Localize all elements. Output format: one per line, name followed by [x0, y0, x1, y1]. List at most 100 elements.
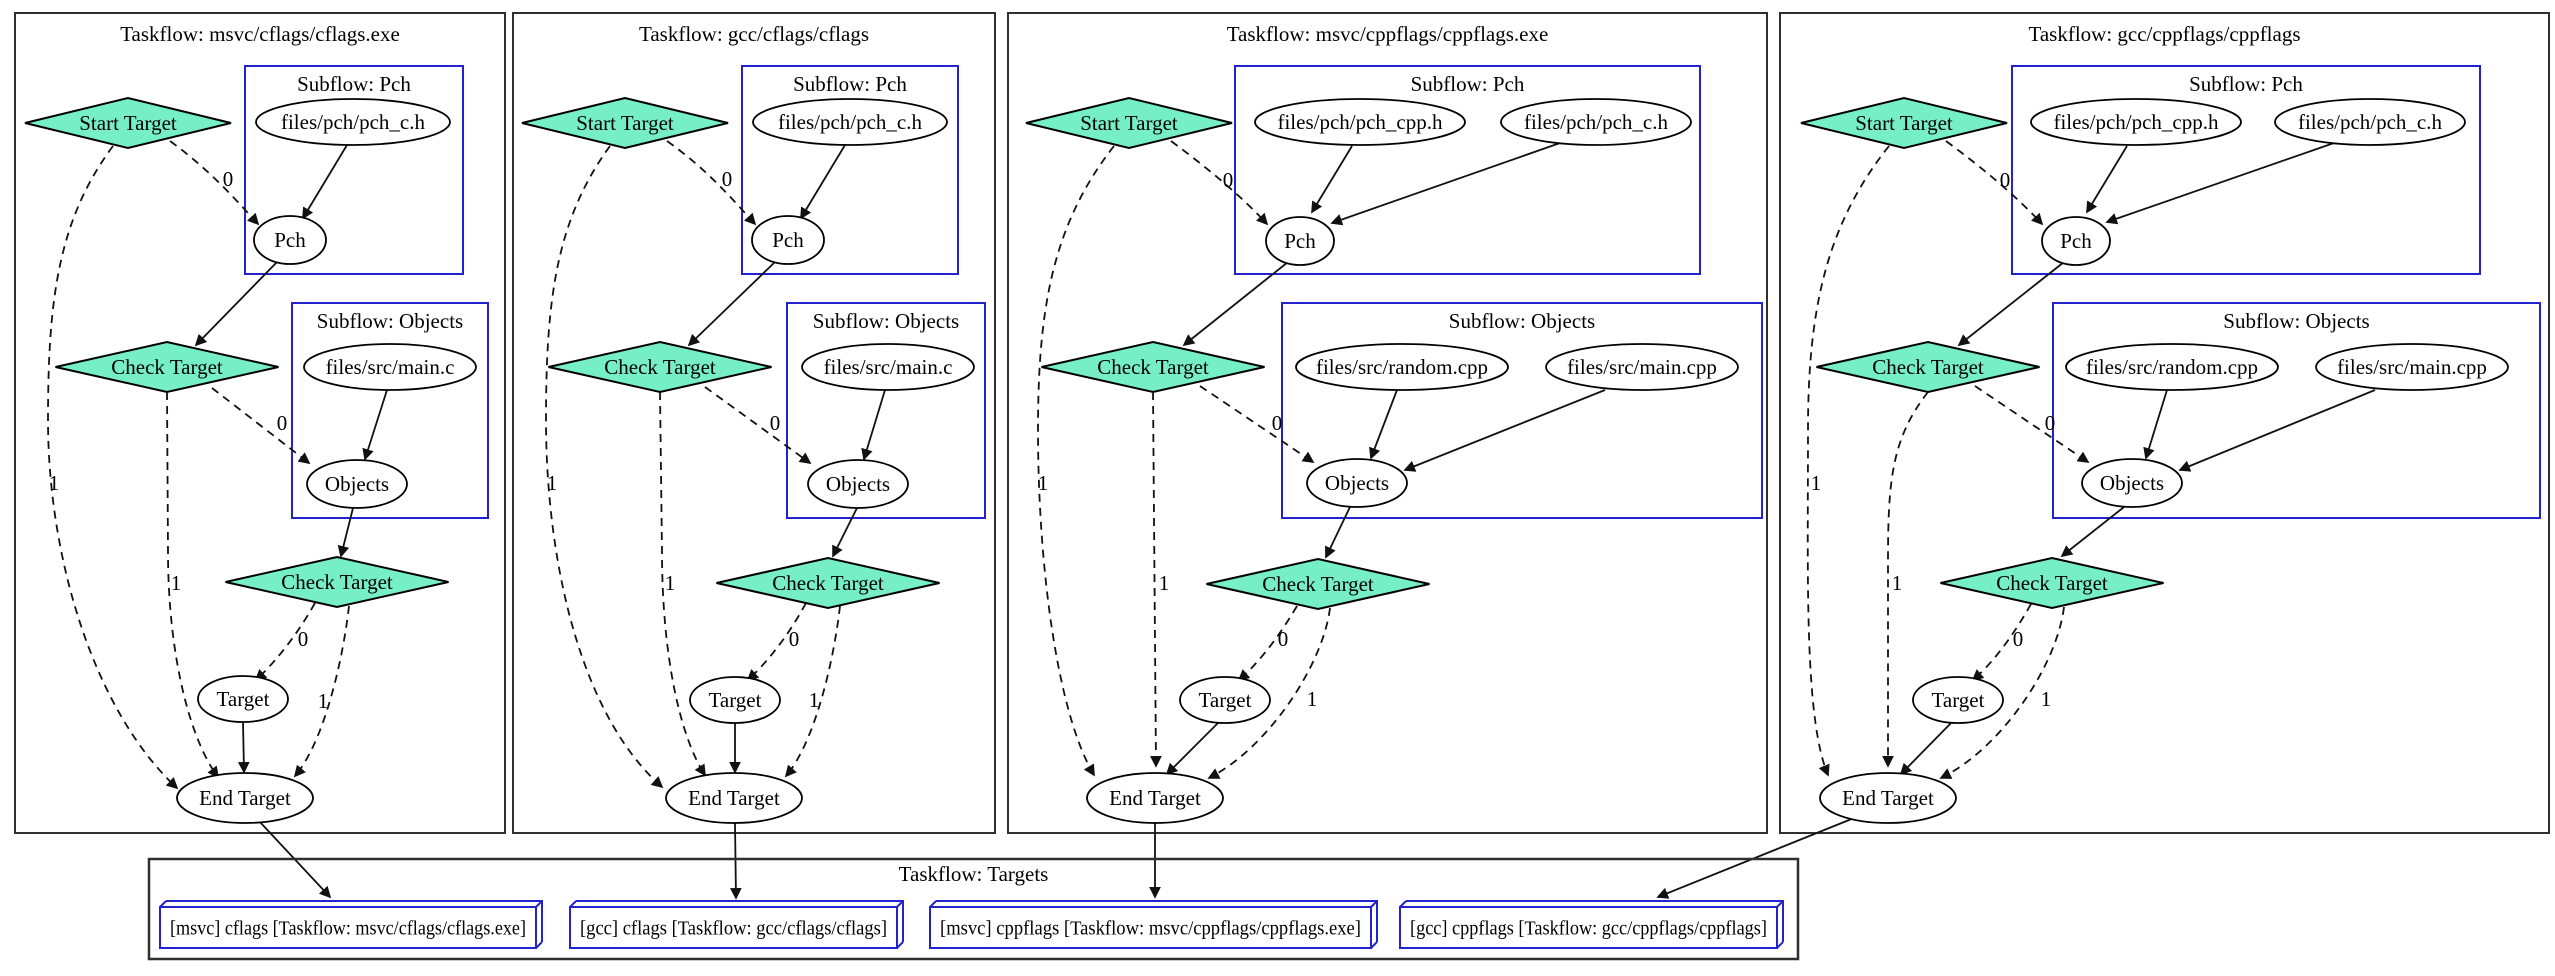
edge-path: [1974, 385, 2090, 463]
edge-path: [194, 261, 278, 347]
node-target-shape: [689, 676, 781, 724]
subflow-title: Subflow: Pch: [297, 72, 411, 96]
node-file-pch-cpp-h-label: files/pch/pch_cpp.h: [2053, 110, 2219, 134]
edge-condition-label: 0: [789, 627, 800, 651]
edge-path: [1182, 261, 1289, 347]
node-check-target-1-label: Check Target: [111, 355, 223, 379]
node-file-pch-c-h-label: files/pch/pch_c.h: [778, 110, 923, 134]
target-box3d-bevel: [929, 900, 1378, 949]
target-box3d: [159, 906, 537, 949]
subflow-border: [244, 65, 464, 275]
edge-path: [1311, 145, 1353, 214]
taskflow-cluster-border: [14, 12, 506, 834]
subflow-title: Subflow: Objects: [1449, 309, 1595, 333]
target-box3d-bevel: [159, 900, 543, 949]
edge-path: [211, 387, 311, 465]
node-start-target-diamond: [24, 96, 232, 150]
subflow-title: Subflow: Objects: [813, 309, 959, 333]
node-check-target-2-label: Check Target: [1996, 571, 2108, 595]
node-check-target-2-label: Check Target: [1262, 572, 1374, 596]
node-file-src-random-cpp-label: files/src/random.cpp: [2086, 355, 2258, 379]
subflow-border: [1281, 302, 1763, 519]
edge-path: [1939, 606, 2065, 779]
subflow-border: [786, 302, 986, 519]
subflow-border: [2052, 302, 2541, 519]
targets-cluster-border: [147, 857, 1800, 961]
node-objects-label: Objects: [1325, 471, 1389, 495]
node-file-pch-c-h-shape: [1500, 98, 1692, 146]
target-box3d: [929, 906, 1372, 949]
node-pch-shape: [751, 215, 825, 265]
subflow-border: [2011, 65, 2481, 275]
node-file-pch-cpp-h-shape: [2030, 98, 2242, 146]
node-target-label: Target: [1932, 688, 1985, 712]
edge-path: [2086, 145, 2128, 214]
node-end-target-label: End Target: [1109, 786, 1201, 810]
node-start-target-label: Start Target: [1080, 111, 1178, 135]
node-check-target-1-label: Check Target: [1097, 355, 1209, 379]
node-end-target-label: End Target: [199, 786, 291, 810]
node-check-target-1-label: Check Target: [1872, 355, 1984, 379]
edge-condition-label: 0: [298, 627, 309, 651]
edge-path: [1369, 389, 1398, 460]
node-file-pch-c-h-label: files/pch/pch_c.h: [2298, 110, 2443, 134]
edge-condition-label: 1: [1307, 687, 1318, 711]
edge-condition-label: 1: [318, 689, 329, 713]
node-pch-shape: [2041, 216, 2111, 266]
node-objects-shape: [2081, 458, 2183, 508]
node-file-pch-cpp-h-label: files/pch/pch_cpp.h: [1277, 110, 1443, 134]
edge-condition-label: 1: [809, 688, 820, 712]
edge-path: [1037, 145, 1115, 777]
edge-condition-label: 1: [1159, 571, 1170, 595]
target-item-label: [gcc] cflags [Taskflow: gcc/cflags/cflag…: [580, 918, 887, 940]
edge-path: [1330, 142, 1561, 226]
edge-condition-label: 0: [223, 167, 234, 191]
subflow-title: Subflow: Pch: [1411, 72, 1525, 96]
node-pch-label: Pch: [772, 228, 804, 252]
node-file-src-random-cpp-label: files/src/random.cpp: [1316, 355, 1488, 379]
node-pch-label: Pch: [1284, 229, 1316, 253]
taskflow-cluster-border: [1007, 12, 1768, 834]
edge-path: [659, 391, 706, 777]
edge-path: [1806, 145, 1890, 777]
taskflow-cluster-title: Taskflow: gcc/cflags/cflags: [639, 22, 869, 46]
node-check-target-1-label: Check Target: [604, 355, 716, 379]
node-check-target-2-diamond: [716, 556, 940, 610]
edge-condition-label: 1: [2041, 687, 2052, 711]
node-file-pch-c-h-shape: [752, 98, 948, 146]
edge-condition-label: 1: [1811, 471, 1822, 495]
target-item-label: [msvc] cflags [Taskflow: msvc/cflags/cfl…: [170, 918, 526, 940]
edge-path: [1170, 140, 1269, 226]
node-file-pch-c-h-shape: [2274, 98, 2466, 146]
node-pch-label: Pch: [274, 228, 306, 252]
node-check-target-1-diamond: [1816, 340, 2040, 394]
edge-path: [302, 144, 348, 220]
edge-path: [1882, 391, 1929, 768]
edge-path: [1945, 140, 2044, 226]
node-target-shape: [1912, 676, 2004, 724]
subflow-border: [291, 302, 489, 519]
taskflow-cluster-border: [1779, 12, 2550, 834]
node-objects-label: Objects: [2100, 471, 2164, 495]
target-item-label: [gcc] cppflags [Taskflow: gcc/cppflags/c…: [1410, 918, 1767, 940]
node-check-target-2-diamond: [1206, 557, 1430, 611]
subflow-title: Subflow: Pch: [793, 72, 907, 96]
edge-condition-label: 1: [171, 571, 182, 595]
edge-path: [746, 602, 807, 682]
target-box3d: [1399, 906, 1778, 949]
node-start-target-label: Start Target: [79, 111, 177, 135]
node-objects-shape: [306, 459, 408, 509]
node-file-src-main-cpp-shape: [1545, 343, 1739, 391]
node-file-src-main-c-label: files/src/main.c: [326, 355, 455, 379]
edge-path: [1207, 607, 1331, 779]
edge-condition-label: 0: [770, 411, 781, 435]
edge-path: [1971, 603, 2032, 682]
edge-path: [47, 145, 179, 790]
node-file-src-random-cpp-shape: [2065, 343, 2279, 391]
edge-condition-label: 0: [1272, 411, 1283, 435]
node-objects-shape: [807, 459, 909, 509]
node-check-target-1-diamond: [548, 340, 772, 394]
node-end-target-shape: [176, 772, 314, 824]
edge-path: [861, 389, 886, 461]
